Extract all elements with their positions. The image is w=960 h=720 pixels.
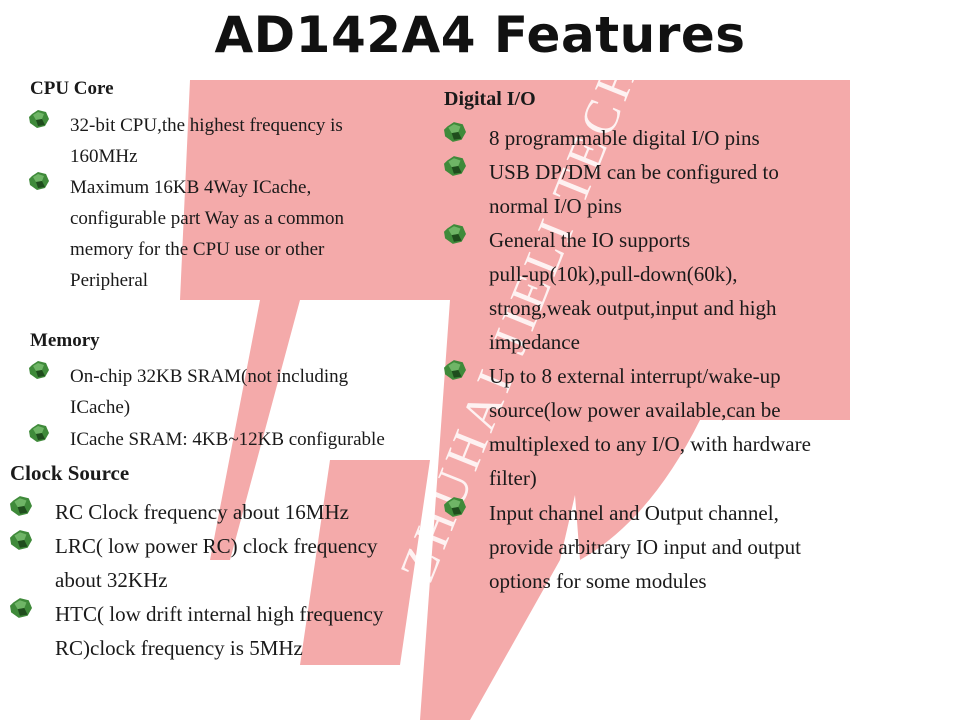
green-gem-bullet-icon [10,598,32,618]
green-gem-bullet-icon [444,122,466,142]
memory-item-1: On-chip 32KB SRAM(not including ICache) [70,366,349,418]
section-title-cpu-core: CPU Core [30,78,114,99]
clock-source-item-2: LRC( low power RC) clock frequency about… [55,534,378,592]
green-gem-bullet-icon [444,156,466,176]
green-gem-bullet-icon [444,360,466,380]
green-gem-bullet-icon [29,361,49,379]
clock-source-item-1: RC Clock frequency about 16MHz [55,500,349,524]
green-gem-bullet-icon [29,424,49,442]
digital-io-item-5: Input channel and Output channel, provid… [489,501,802,593]
digital-io-item-3: General the IO supports pull-up(10k),pul… [489,228,777,354]
digital-io-item-1: 8 programmable digital I/O pins [489,126,760,150]
section-title-clock-source: Clock Source [10,461,130,485]
green-gem-bullet-icon [10,530,32,550]
page-title: AD142A4 Features [214,6,746,64]
green-gem-bullet-icon [10,496,32,516]
memory-item-2: ICache SRAM: 4KB~12KB configurable [70,429,385,450]
green-gem-bullet-icon [29,110,49,128]
green-gem-bullet-icon [444,224,466,244]
section-title-memory: Memory [30,330,100,351]
digital-io-item-4: Up to 8 external interrupt/wake-up sourc… [489,364,811,490]
green-gem-bullet-icon [29,172,49,190]
cpu-core-item-2: Maximum 16KB 4Way ICache, configurable p… [70,177,345,291]
digital-io-item-2: USB DP/DM can be configured to normal I/… [489,160,779,218]
clock-source-item-3: HTC( low drift internal high frequency R… [55,602,384,660]
green-gem-bullet-icon [444,497,466,517]
cpu-core-item-1: 32-bit CPU,the highest frequency is 160M… [70,115,343,167]
section-title-digital-io: Digital I/O [444,88,536,110]
